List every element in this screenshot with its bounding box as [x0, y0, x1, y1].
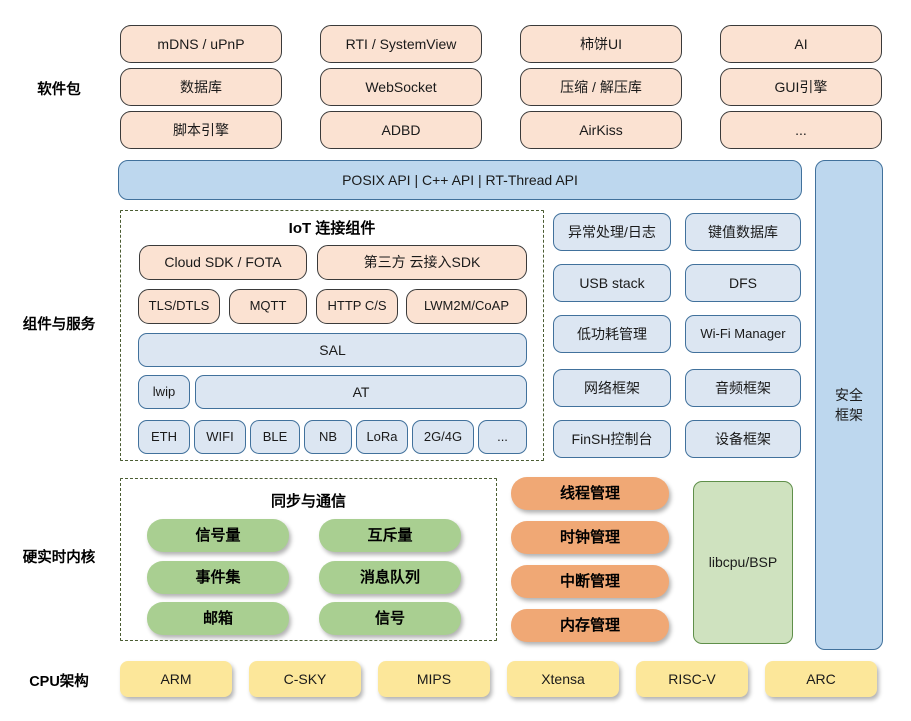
iot-link-box[interactable]: WIFI: [194, 420, 246, 454]
security-framework-label-line1: 安全: [835, 387, 863, 403]
iot-protocol-box[interactable]: LWM2M/CoAP: [406, 289, 527, 324]
kernel-sync-box[interactable]: 信号量: [147, 519, 289, 552]
package-box[interactable]: ...: [720, 111, 882, 149]
cpu-arch-box[interactable]: C-SKY: [249, 661, 361, 697]
iot-link-box[interactable]: 2G/4G: [412, 420, 474, 454]
package-box[interactable]: 脚本引擎: [120, 111, 282, 149]
kernel-manager-box[interactable]: 线程管理: [511, 477, 669, 510]
security-framework-box[interactable]: 安全 框架: [815, 160, 883, 650]
package-box[interactable]: AirKiss: [520, 111, 682, 149]
component-box[interactable]: Wi-Fi Manager: [685, 315, 801, 353]
kernel-manager-box[interactable]: 时钟管理: [511, 521, 669, 554]
kernel-sync-box[interactable]: 信号: [319, 602, 461, 635]
kernel-sync-box[interactable]: 互斥量: [319, 519, 461, 552]
cpu-arch-box[interactable]: Xtensa: [507, 661, 619, 697]
sync-group-container: [120, 478, 497, 641]
iot-group-title: IoT 连接组件: [288, 220, 376, 237]
cpu-arch-box[interactable]: RISC-V: [636, 661, 748, 697]
iot-at-box[interactable]: AT: [195, 375, 527, 409]
kernel-sync-box[interactable]: 邮箱: [147, 602, 289, 635]
iot-protocol-box[interactable]: TLS/DTLS: [138, 289, 220, 324]
iot-lwip-box[interactable]: lwip: [138, 375, 190, 409]
component-box[interactable]: 异常处理/日志: [553, 213, 671, 251]
kernel-manager-box[interactable]: 中断管理: [511, 565, 669, 598]
api-bar[interactable]: POSIX API | C++ API | RT-Thread API: [118, 160, 802, 200]
iot-protocol-box[interactable]: MQTT: [229, 289, 307, 324]
section-label-software-packages: 软件包: [37, 82, 81, 98]
component-box[interactable]: 音频框架: [685, 369, 801, 407]
package-box[interactable]: 数据库: [120, 68, 282, 106]
component-box[interactable]: 网络框架: [553, 369, 671, 407]
iot-link-box[interactable]: ETH: [138, 420, 190, 454]
package-box[interactable]: WebSocket: [320, 68, 482, 106]
component-box[interactable]: USB stack: [553, 264, 671, 302]
iot-link-box[interactable]: NB: [304, 420, 352, 454]
iot-link-box[interactable]: LoRa: [356, 420, 408, 454]
package-box[interactable]: mDNS / uPnP: [120, 25, 282, 63]
package-box[interactable]: 压缩 / 解压库: [520, 68, 682, 106]
iot-sdk-box[interactable]: 第三方 云接入SDK: [317, 245, 527, 280]
kernel-sync-box[interactable]: 消息队列: [319, 561, 461, 594]
component-box[interactable]: DFS: [685, 264, 801, 302]
section-label-components-services: 组件与服务: [22, 317, 96, 333]
package-box[interactable]: AI: [720, 25, 882, 63]
cpu-arch-box[interactable]: ARM: [120, 661, 232, 697]
component-box[interactable]: 设备框架: [685, 420, 801, 458]
package-box[interactable]: GUI引擎: [720, 68, 882, 106]
package-box[interactable]: ADBD: [320, 111, 482, 149]
component-box[interactable]: 低功耗管理: [553, 315, 671, 353]
iot-sdk-box[interactable]: Cloud SDK / FOTA: [139, 245, 307, 280]
iot-link-box[interactable]: BLE: [250, 420, 300, 454]
component-box[interactable]: FinSH控制台: [553, 420, 671, 458]
kernel-manager-box[interactable]: 内存管理: [511, 609, 669, 642]
iot-protocol-box[interactable]: HTTP C/S: [316, 289, 398, 324]
libcpu-bsp-box[interactable]: libcpu/BSP: [693, 481, 793, 644]
iot-link-box[interactable]: ...: [478, 420, 527, 454]
cpu-arch-box[interactable]: ARC: [765, 661, 877, 697]
sync-group-title: 同步与通信: [270, 493, 346, 510]
cpu-arch-box[interactable]: MIPS: [378, 661, 490, 697]
kernel-sync-box[interactable]: 事件集: [147, 561, 289, 594]
package-box[interactable]: 柿饼UI: [520, 25, 682, 63]
security-framework-label-line2: 框架: [835, 407, 863, 423]
component-box[interactable]: 键值数据库: [685, 213, 801, 251]
section-label-cpu-architecture: CPU架构: [29, 674, 89, 690]
iot-group-container: [120, 210, 544, 461]
iot-sal-box[interactable]: SAL: [138, 333, 527, 367]
section-label-hard-realtime-kernel: 硬实时内核: [22, 550, 96, 566]
package-box[interactable]: RTI / SystemView: [320, 25, 482, 63]
